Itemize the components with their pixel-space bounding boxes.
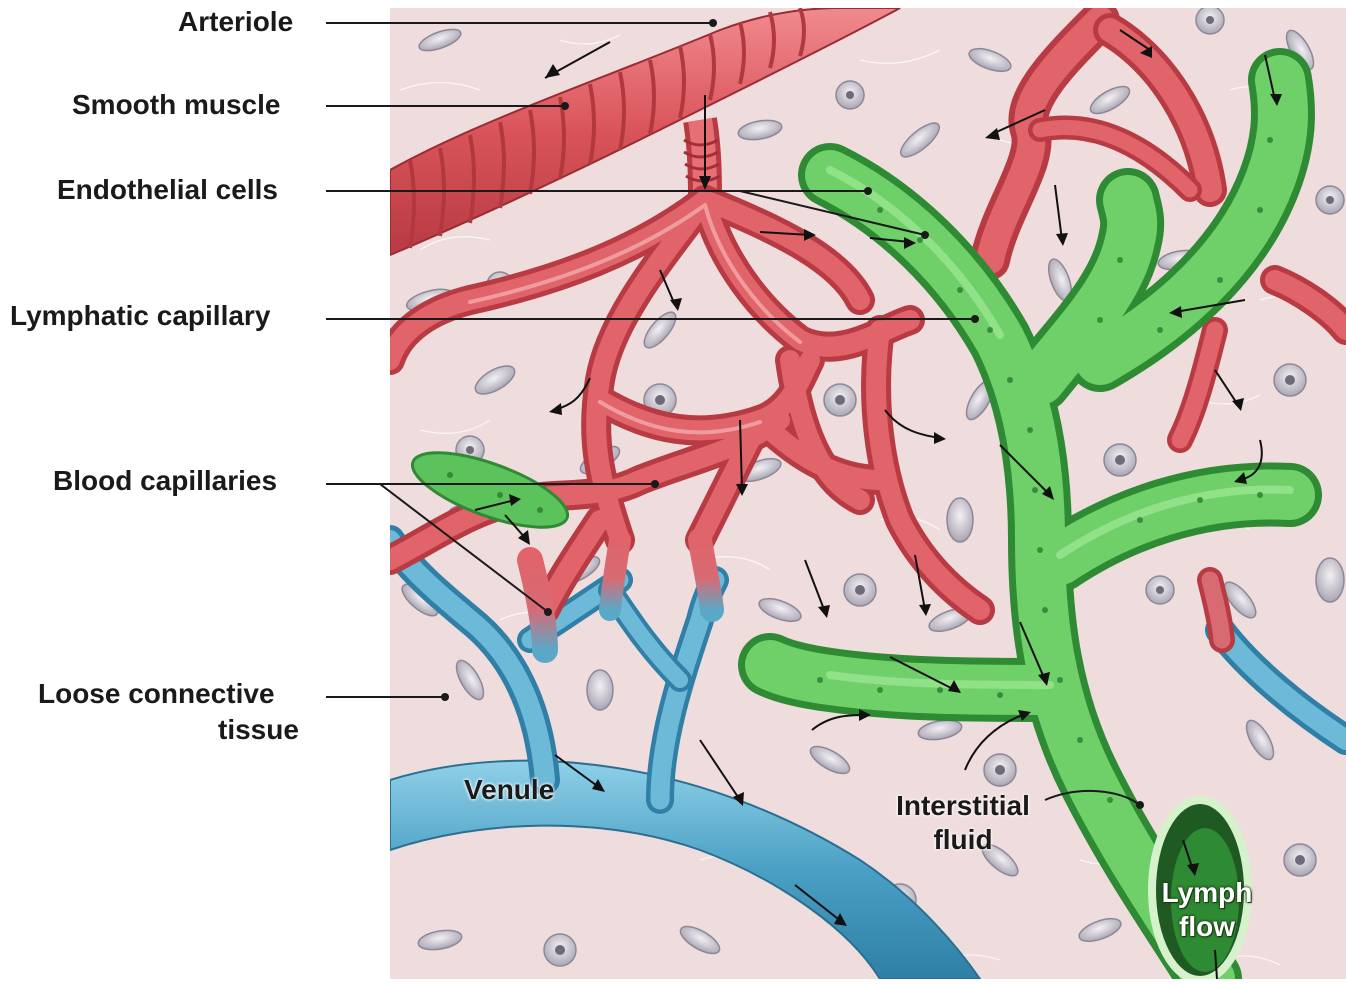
label-arteriole: Arteriole	[178, 6, 293, 38]
label-blood-capillaries: Blood capillaries	[53, 465, 277, 497]
label-lymph-flow-line2: flow	[1152, 910, 1262, 944]
label-smooth-muscle: Smooth muscle	[72, 89, 280, 121]
label-loose-connective-tissue-line2: tissue	[218, 714, 299, 746]
label-endothelial-cells: Endothelial cells	[57, 174, 278, 206]
label-interstitial-fluid-line2: fluid	[884, 823, 1042, 857]
label-lymph-flow-line1: Lymph	[1152, 876, 1262, 910]
label-lymphatic-capillary: Lymphatic capillary	[10, 300, 270, 332]
label-venule: Venule	[464, 773, 554, 807]
label-loose-connective-tissue-line1: Loose connective	[38, 678, 275, 710]
label-interstitial-fluid-line1: Interstitial	[884, 789, 1042, 823]
